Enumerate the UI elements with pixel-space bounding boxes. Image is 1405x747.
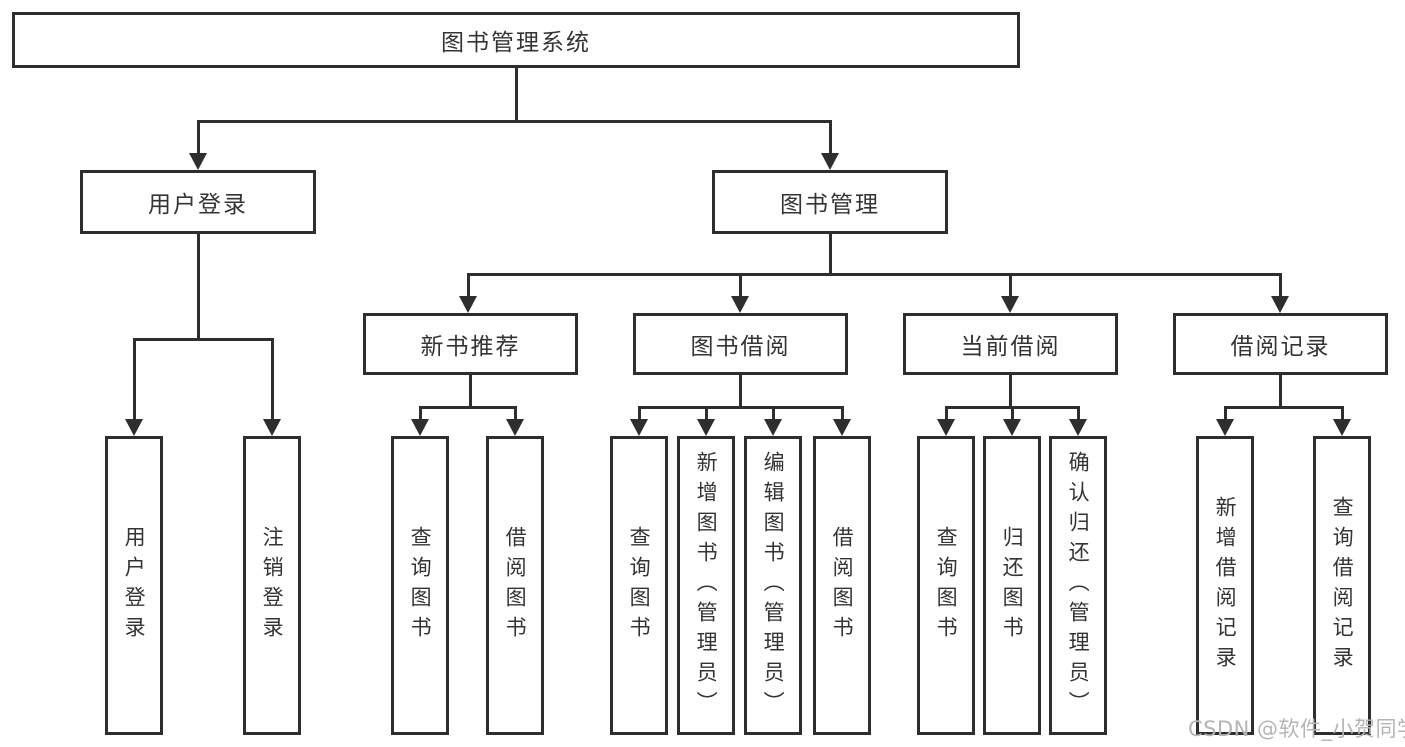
connector-arrow-stem bbox=[772, 406, 775, 421]
connector-stub bbox=[515, 68, 518, 123]
node-user-login: 用户登录 bbox=[80, 170, 316, 234]
connector-arrow-stem bbox=[1077, 406, 1080, 421]
leaf-query-books-recommend: 查询图书 bbox=[391, 436, 449, 735]
leaf-borrow-books-borrowing: 借阅图书 bbox=[813, 436, 871, 735]
connector-stub bbox=[469, 375, 472, 409]
node-current-borrowing-label: 当前借阅 bbox=[960, 334, 1061, 360]
connector-arrow-stem bbox=[829, 120, 832, 155]
arrow-down-icon bbox=[506, 419, 524, 436]
leaf-edit-books-admin: 编辑图书（管理员） bbox=[744, 436, 802, 735]
node-library-management-system-label: 图书管理系统 bbox=[441, 30, 591, 56]
node-library-management-system: 图书管理系统 bbox=[12, 12, 1020, 68]
leaf-add-books-admin: 新增图书（管理员） bbox=[677, 436, 735, 735]
leaf-confirm-return-admin: 确认归还（管理员） bbox=[1049, 436, 1107, 735]
connector-arrow-stem bbox=[419, 406, 422, 421]
node-book-management-label: 图书管理 bbox=[780, 192, 880, 218]
arrow-down-icon bbox=[764, 419, 782, 436]
connector-arrow-stem bbox=[945, 406, 948, 421]
connector-arrow-stem bbox=[467, 273, 470, 298]
leaf-query-books-current-label: 查询图书 bbox=[934, 525, 959, 646]
connector-arrow-stem bbox=[197, 120, 200, 155]
csdn-watermark: CSDN @软件_小贺同学 bbox=[1188, 717, 1405, 741]
node-new-book-recommend-label: 新书推荐 bbox=[420, 334, 521, 360]
arrow-down-icon bbox=[1001, 296, 1019, 313]
arrow-down-icon bbox=[821, 153, 839, 170]
connector-arrow-stem bbox=[133, 338, 136, 421]
connector-arrow-stem bbox=[739, 273, 742, 298]
connector-bar bbox=[133, 338, 274, 341]
connector-arrow-stem bbox=[841, 406, 844, 421]
arrow-down-icon bbox=[937, 419, 955, 436]
connector-arrow-stem bbox=[1341, 406, 1344, 421]
connector-bar bbox=[467, 273, 1282, 276]
connector-stub bbox=[1279, 375, 1282, 409]
connector-arrow-stem bbox=[271, 338, 274, 421]
leaf-query-books-current: 查询图书 bbox=[917, 436, 975, 735]
leaf-add-borrow-record: 新增借阅记录 bbox=[1196, 436, 1254, 735]
connector-stub bbox=[1009, 375, 1012, 409]
leaf-borrow-books-borrowing-label: 借阅图书 bbox=[830, 525, 855, 646]
arrow-down-icon bbox=[189, 153, 207, 170]
connector-arrow-stem bbox=[514, 406, 517, 421]
leaf-edit-books-admin-label: 编辑图书（管理员） bbox=[761, 450, 786, 721]
arrow-down-icon bbox=[1333, 419, 1351, 436]
leaf-add-borrow-record-label: 新增借阅记录 bbox=[1213, 495, 1238, 676]
leaf-query-borrow-record: 查询借阅记录 bbox=[1313, 436, 1371, 735]
node-current-borrowing: 当前借阅 bbox=[903, 313, 1118, 375]
connector-stub bbox=[197, 234, 200, 341]
leaf-logout-login: 注销登录 bbox=[243, 436, 301, 735]
leaf-return-books-label: 归还图书 bbox=[1000, 525, 1025, 646]
node-book-borrowing-label: 图书借阅 bbox=[690, 334, 791, 360]
arrow-down-icon bbox=[731, 296, 749, 313]
leaf-logout-login-label: 注销登录 bbox=[260, 525, 285, 646]
connector-arrow-stem bbox=[1011, 406, 1014, 421]
arrow-down-icon bbox=[1003, 419, 1021, 436]
node-new-book-recommend: 新书推荐 bbox=[363, 313, 578, 375]
connector-bar bbox=[1224, 406, 1344, 409]
arrow-down-icon bbox=[1069, 419, 1087, 436]
leaf-borrow-books-recommend-label: 借阅图书 bbox=[503, 525, 528, 646]
connector-bar bbox=[419, 406, 517, 409]
leaf-confirm-return-admin-label: 确认归还（管理员） bbox=[1066, 450, 1091, 721]
connector-arrow-stem bbox=[705, 406, 708, 421]
arrow-down-icon bbox=[630, 419, 648, 436]
connector-arrow-stem bbox=[1009, 273, 1012, 298]
arrow-down-icon bbox=[459, 296, 477, 313]
arrow-down-icon bbox=[833, 419, 851, 436]
connector-arrow-stem bbox=[1279, 273, 1282, 298]
arrow-down-icon bbox=[1216, 419, 1234, 436]
arrow-down-icon bbox=[125, 419, 143, 436]
node-book-management: 图书管理 bbox=[712, 170, 948, 234]
arrow-down-icon bbox=[1271, 296, 1289, 313]
connector-stub bbox=[739, 375, 742, 409]
node-borrowing-records-label: 借阅记录 bbox=[1230, 334, 1331, 360]
leaf-query-borrow-record-label: 查询借阅记录 bbox=[1330, 495, 1355, 676]
arrow-down-icon bbox=[263, 419, 281, 436]
leaf-user-login-label: 用户登录 bbox=[122, 525, 147, 646]
leaf-query-books-borrowing-label: 查询图书 bbox=[627, 525, 652, 646]
connector-arrow-stem bbox=[1224, 406, 1227, 421]
leaf-borrow-books-recommend: 借阅图书 bbox=[486, 436, 544, 735]
node-book-borrowing: 图书借阅 bbox=[633, 313, 848, 375]
connector-stub bbox=[829, 234, 832, 276]
arrow-down-icon bbox=[411, 419, 429, 436]
leaf-query-books-recommend-label: 查询图书 bbox=[408, 525, 433, 646]
leaf-query-books-borrowing: 查询图书 bbox=[610, 436, 668, 735]
node-borrowing-records: 借阅记录 bbox=[1173, 313, 1388, 375]
connector-bar bbox=[197, 120, 832, 123]
arrow-down-icon bbox=[697, 419, 715, 436]
leaf-add-books-admin-label: 新增图书（管理员） bbox=[694, 450, 719, 721]
connector-bar bbox=[638, 406, 844, 409]
leaf-return-books: 归还图书 bbox=[983, 436, 1041, 735]
connector-arrow-stem bbox=[638, 406, 641, 421]
leaf-user-login: 用户登录 bbox=[105, 436, 163, 735]
node-user-login-label: 用户登录 bbox=[148, 192, 248, 218]
